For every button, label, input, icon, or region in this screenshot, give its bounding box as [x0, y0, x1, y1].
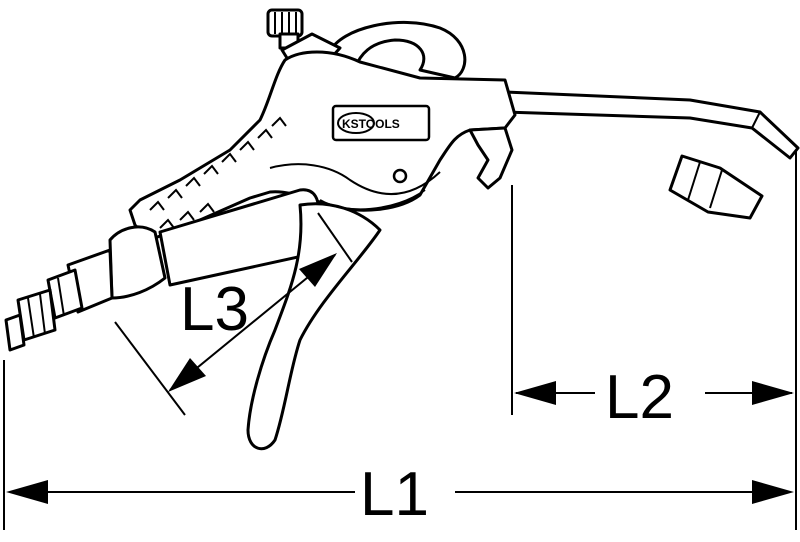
- gun-body: [128, 50, 517, 242]
- arrowhead-icon: [6, 480, 48, 504]
- dimension-l2: L2: [514, 363, 794, 432]
- dimension-l1: L1: [6, 460, 794, 529]
- brand-logo: KSTOOLS: [331, 104, 431, 142]
- brand-logo-text: KSTOOLS: [342, 117, 400, 131]
- air-inlet-fitting: [4, 248, 114, 352]
- l2-label: L2: [605, 363, 674, 432]
- arrowhead-icon: [514, 381, 556, 405]
- dimensions: L1 L2 L3: [3, 150, 797, 530]
- pivot-pin: [392, 168, 408, 184]
- blow-gun: KSTOOLS: [4, 8, 800, 451]
- nozzle-tube: [503, 90, 800, 160]
- l3-label: L3: [180, 275, 249, 344]
- nozzle-tip: [668, 154, 764, 220]
- grip-ribs: [149, 116, 287, 229]
- arrowhead-icon: [168, 358, 206, 392]
- hanger-loop: [328, 20, 467, 80]
- arrowhead-icon: [299, 253, 337, 287]
- dimension-l3: L3: [114, 212, 353, 416]
- trigger-lever: [468, 126, 514, 190]
- arrowhead-icon: [752, 381, 794, 405]
- handle-sleeve: [108, 225, 167, 300]
- trigger: [246, 202, 382, 451]
- l1-label: L1: [360, 460, 429, 529]
- arrowhead-icon: [752, 480, 794, 504]
